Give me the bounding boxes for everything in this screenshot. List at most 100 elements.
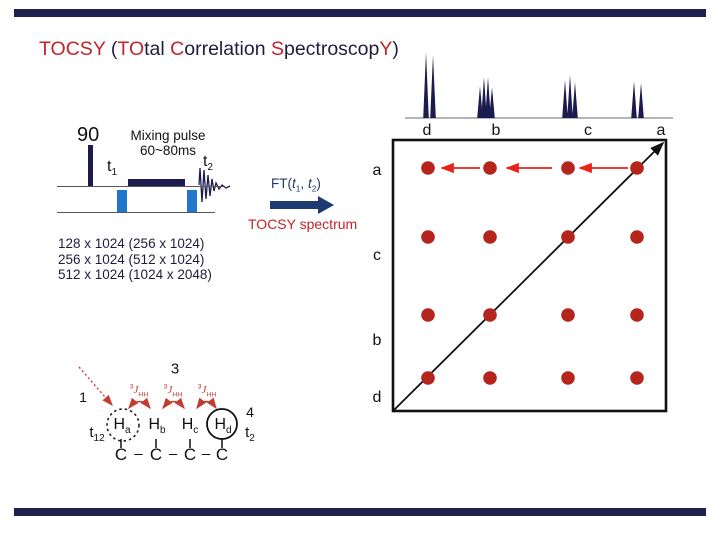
cross-peak — [561, 371, 575, 385]
mixing-duration-text: 60~80ms — [140, 143, 196, 158]
c-atom-4: C — [215, 445, 229, 464]
proton1-dotted-arrow — [78, 366, 113, 407]
gradient-pulse-1 — [117, 190, 127, 212]
1d-peak-d — [423, 52, 429, 118]
cross-peak — [483, 161, 497, 175]
1d-peak-c — [572, 82, 578, 118]
h-sub: a — [125, 425, 131, 437]
cross-peak — [630, 308, 644, 322]
j-sub: HH — [172, 391, 183, 399]
matrix-size-line: 512 x 1024 (1024 x 2048) — [58, 267, 212, 282]
fid-signal — [198, 167, 231, 203]
j-letter: J — [133, 384, 139, 397]
h-atom-b: Hb — [148, 416, 165, 436]
j-sup: 3 — [163, 383, 168, 391]
ft-t2-sub: 2 — [311, 183, 317, 194]
j-coupling-label: 3JHH — [130, 384, 149, 399]
bottom-border-bar — [14, 508, 706, 516]
h-base: H — [113, 415, 125, 433]
cross-peak — [421, 161, 435, 175]
top-border-bar — [14, 9, 706, 17]
diagonal-peak — [561, 230, 575, 244]
cc-bond-dash: – — [134, 445, 143, 463]
ft-sep: , — [300, 176, 308, 191]
pulse-sequence-line-top — [57, 186, 223, 188]
t2-label: t2 — [203, 153, 213, 173]
j-sub: HH — [138, 391, 149, 399]
c-atom-2: C — [149, 445, 163, 464]
j-sup: 3 — [197, 383, 202, 391]
top-axis-label-d: d — [422, 122, 432, 139]
title-segment: S — [270, 38, 284, 60]
molecule-t2-base: t — [245, 424, 250, 441]
j-coupling-label: 3JHH — [164, 384, 183, 399]
h-sub: c — [193, 425, 199, 437]
j-sup: 3 — [129, 383, 134, 391]
title-segment: orrelation — [184, 38, 271, 60]
mixing-pulse-text: Mixing pulse — [130, 128, 206, 143]
t1-label: t1 — [107, 158, 117, 178]
title-segment: Y — [379, 38, 393, 60]
t2-sub: 2 — [207, 162, 213, 174]
cross-peak — [630, 230, 644, 244]
pulse-90-bar — [88, 145, 93, 186]
1d-peak-b — [477, 86, 483, 118]
left-axis-label-b: b — [372, 332, 382, 349]
molecule-t2-sub: 2 — [249, 433, 255, 444]
h-atom-d: Hd — [214, 416, 231, 436]
coupling-arc-arrow — [128, 397, 151, 410]
1d-peak-b — [489, 87, 495, 118]
ft-label: FT(t1, t2) — [271, 176, 321, 194]
j-sub: HH — [206, 391, 217, 399]
title-segment: ) — [392, 38, 399, 60]
h-sub: d — [226, 425, 232, 437]
t1-base: t — [107, 158, 112, 175]
c-atom-3: C — [183, 445, 197, 464]
ft-suffix: ) — [316, 176, 321, 191]
gradient-pulse-2 — [187, 190, 197, 212]
ft-t1-sub: 1 — [295, 183, 301, 194]
ha-dotted-circle — [106, 408, 140, 442]
ft-prefix: FT( — [271, 176, 292, 191]
pulse-90-label: 90 — [77, 124, 100, 146]
cc-bond-dash: – — [201, 445, 211, 463]
left-axis-label-c: c — [373, 247, 381, 264]
molecule-number-4: 4 — [246, 404, 254, 420]
top-axis-label-b: b — [491, 122, 501, 139]
cross-peak — [561, 308, 575, 322]
title-segment: TO — [117, 38, 145, 60]
h-base: H — [214, 415, 226, 433]
cross-peak — [483, 230, 497, 244]
title-segment: tal — [144, 38, 171, 60]
title-segment: TOCSY — [39, 38, 106, 60]
top-axis-label-c: c — [584, 122, 592, 139]
h-sub: b — [160, 425, 166, 437]
cross-peak — [421, 308, 435, 322]
title-segment: C — [170, 38, 185, 60]
matrix-size-list: 128 x 1024 (256 x 1024) 256 x 1024 (512 … — [58, 236, 212, 283]
ft-t2: t — [307, 176, 312, 191]
page-title: TOCSY (TOtal Correlation SpectroscopY) — [39, 38, 399, 61]
1d-peak-a — [631, 81, 637, 118]
2d-spectrum-box — [391, 138, 668, 413]
matrix-size-line: 256 x 1024 (512 x 1024) — [58, 251, 205, 267]
h-atom-a: Ha — [113, 416, 130, 436]
left-axis-label-a: a — [372, 162, 382, 179]
cross-peak — [483, 371, 497, 385]
molecule-t2-label: t2 — [245, 424, 255, 444]
t2-base: t — [203, 153, 208, 170]
diagonal-peak — [483, 308, 497, 322]
molecule-number-3: 3 — [170, 360, 180, 378]
1d-peak-d — [430, 55, 436, 118]
h-base: H — [181, 415, 194, 433]
c-atom-1: C — [114, 445, 128, 464]
coupling-arc-arrow — [162, 397, 185, 410]
diagonal-line — [392, 141, 665, 412]
1d-peak-a — [638, 83, 644, 118]
cross-peak — [421, 230, 435, 244]
left-axis-label-d: d — [372, 389, 382, 406]
1d-peak-b — [481, 77, 487, 118]
ft-t1: t — [292, 176, 296, 191]
diagonal-peak — [421, 371, 435, 385]
j-coupling-label: 3JHH — [198, 384, 217, 399]
